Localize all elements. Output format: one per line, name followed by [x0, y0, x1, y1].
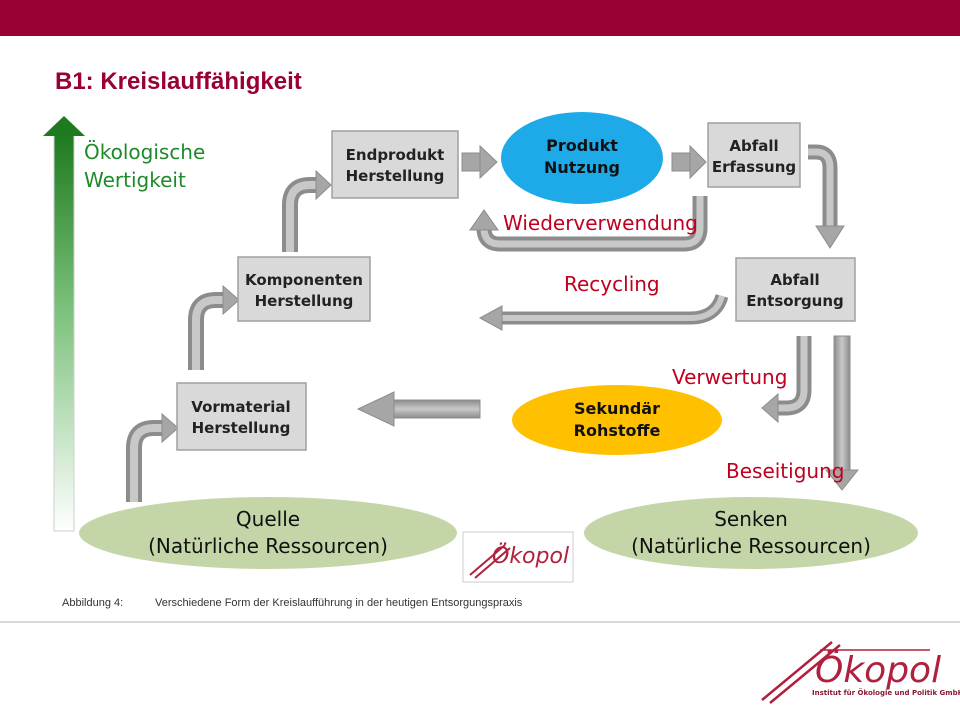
senken-title: Senken: [714, 507, 788, 531]
quelle-subtitle: (Natürliche Ressourcen): [148, 534, 388, 558]
produkt-line1: Produkt: [546, 136, 618, 155]
senken-oval: [582, 495, 920, 571]
arrow-vormaterial-to-komponenten: [188, 284, 240, 370]
recycling-label: Recycling: [564, 272, 660, 296]
sekundaer-line1: Sekundär: [574, 399, 660, 418]
abfall-erfassung-line1: Abfall: [729, 137, 778, 155]
caption-text: Verschiedene Form der Kreislaufführung i…: [155, 597, 523, 609]
komponenten-line2: Herstellung: [255, 292, 354, 310]
arrow-beseitigung: [824, 335, 860, 491]
axis-label-line1: Ökologische: [84, 140, 205, 164]
slide-title: B1: Kreislauffähigkeit: [55, 68, 302, 95]
figure-caption: Abbildung 4: Verschiedene Form der Kreis…: [62, 597, 522, 609]
figure-logo-name: Ökopol: [492, 543, 569, 569]
caption-label: Abbildung 4:: [62, 597, 124, 609]
arrow-erfassung-to-entsorgung: [808, 144, 845, 249]
quelle-oval: [77, 495, 459, 571]
box-abfall-entsorgung: Abfall Entsorgung: [735, 257, 856, 322]
arrow-wiederverwendung: [469, 196, 708, 252]
box-abfall-erfassung: Abfall Erfassung: [707, 122, 801, 188]
senken-subtitle: (Natürliche Ressourcen): [631, 534, 871, 558]
arrow-recycling: [478, 293, 729, 331]
endprodukt-line1: Endprodukt: [346, 146, 445, 164]
arrow-sekundaer-to-vormaterial: [356, 391, 481, 427]
ecological-value-axis-arrow: [43, 116, 85, 532]
verwertung-label: Verwertung: [672, 365, 787, 389]
arrow-produkt-to-abfall: [671, 144, 707, 180]
beseitigung-label: Beseitigung: [726, 459, 844, 483]
vormaterial-line2: Herstellung: [192, 419, 291, 437]
box-komponenten-herstellung: Komponenten Herstellung: [237, 256, 371, 322]
produkt-line2: Nutzung: [544, 158, 620, 177]
box-endprodukt-herstellung: Endprodukt Herstellung: [331, 130, 459, 199]
sekundaer-line2: Rohstoffe: [574, 421, 661, 440]
top-banner: [0, 0, 960, 36]
quelle-title: Quelle: [236, 507, 300, 531]
box-vormaterial-herstellung: Vormaterial Herstellung: [176, 382, 307, 451]
arrow-komponenten-to-endprodukt: [282, 169, 332, 252]
abfall-entsorgung-line1: Abfall: [770, 271, 819, 289]
arrow-quelle-to-vormaterial: [126, 412, 179, 502]
oval-sekundaer-rohstoffe: Sekundär Rohstoffe: [510, 383, 724, 457]
abfall-erfassung-line2: Erfassung: [712, 158, 796, 176]
oval-produkt-nutzung: Produkt Nutzung: [499, 110, 665, 206]
axis-label-line2: Wertigkeit: [84, 168, 186, 192]
arrow-verwertung: [761, 336, 812, 424]
abfall-entsorgung-line2: Entsorgung: [746, 292, 844, 310]
komponenten-line1: Komponenten: [245, 271, 363, 289]
wiederverwendung-label: Wiederverwendung: [503, 211, 698, 235]
divider-line: [0, 621, 960, 623]
vormaterial-line1: Vormaterial: [191, 398, 290, 416]
endprodukt-line2: Herstellung: [346, 167, 445, 185]
logo-name: Ökopol: [815, 649, 941, 691]
oekopol-logo: Ökopol Institut für Ökologie und Politik…: [761, 641, 960, 704]
arrow-endprodukt-to-produkt: [461, 144, 498, 180]
logo-subtitle: Institut für Ökologie und Politik GmbH: [812, 688, 960, 697]
figure-logo: Ökopol: [462, 531, 574, 583]
